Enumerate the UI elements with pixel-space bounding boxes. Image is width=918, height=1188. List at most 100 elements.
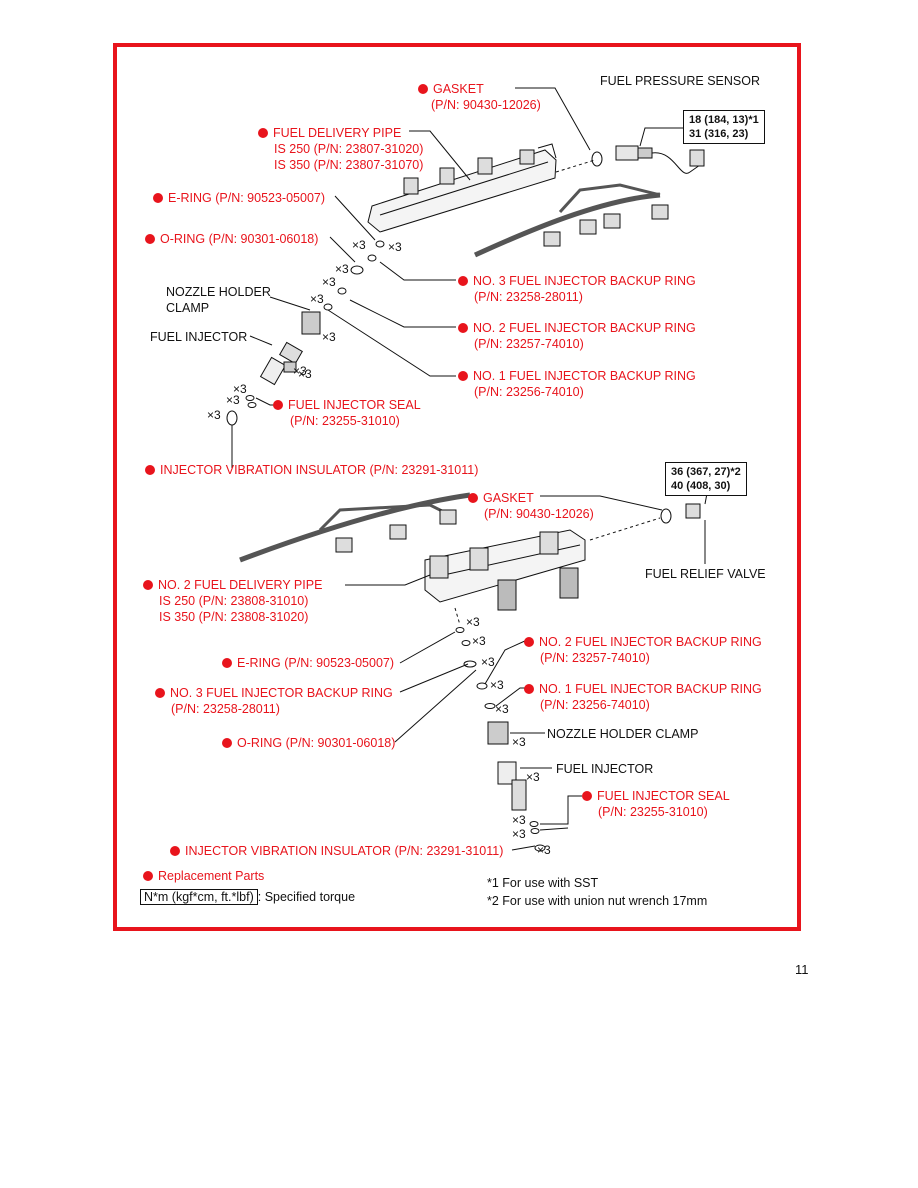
label-seal-top-text: FUEL INJECTOR SEAL <box>288 398 421 412</box>
qty-label: ×3 <box>293 364 307 378</box>
label-oring-bottom-text: O-RING (P/N: 90301-06018) <box>237 736 396 750</box>
label-no2-backup-bottom-text: NO. 2 FUEL INJECTOR BACKUP RING <box>539 635 762 649</box>
label-no2-backup-bottom: NO. 2 FUEL INJECTOR BACKUP RING <box>524 634 762 650</box>
label-seal-top-pn: (P/N: 23255-31010) <box>290 414 400 428</box>
label-gasket-bottom: GASKET <box>468 490 534 506</box>
replacement-part-dot-icon <box>258 128 268 138</box>
label-gasket-bottom-text: GASKET <box>483 491 534 505</box>
label-no3-backup-bottom: NO. 3 FUEL INJECTOR BACKUP RING <box>155 685 393 701</box>
legend-torque-key-desc: : Specified torque <box>257 890 356 904</box>
label-insulator-bottom-text: INJECTOR VIBRATION INSULATOR (P/N: 23291… <box>185 844 504 858</box>
label-no3-backup-top-text: NO. 3 FUEL INJECTOR BACKUP RING <box>473 274 696 288</box>
label-no2-backup-top: NO. 2 FUEL INJECTOR BACKUP RING <box>458 320 696 336</box>
label-no1-backup-bottom-text: NO. 1 FUEL INJECTOR BACKUP RING <box>539 682 762 696</box>
gasket-top-drawing <box>591 151 603 167</box>
label-nozzle-holder-clamp-bottom: NOZZLE HOLDER CLAMP <box>547 727 699 741</box>
replacement-part-dot-icon <box>458 276 468 286</box>
fuel-pressure-sensor-drawing <box>615 145 705 174</box>
qty-label: ×3 <box>322 330 336 344</box>
qty-label: ×3 <box>466 615 480 629</box>
qty-label: ×3 <box>310 292 324 306</box>
replacement-part-dot-icon <box>273 400 283 410</box>
qty-label: ×3 <box>207 408 221 422</box>
qty-label: ×3 <box>512 827 526 841</box>
nozzle-holder-clamp-bottom-drawing <box>487 721 509 745</box>
label-no2-delivery-pipe-text: NO. 2 FUEL DELIVERY PIPE <box>158 578 323 592</box>
label-no1-backup-top: NO. 1 FUEL INJECTOR BACKUP RING <box>458 368 696 384</box>
qty-label: ×3 <box>298 367 312 381</box>
replacement-part-dot-icon <box>143 871 153 881</box>
label-no2-delivery-pipe-is350: IS 350 (P/N: 23808-31020) <box>159 610 309 624</box>
label-nozzle-holder-clamp-top-2: CLAMP <box>166 301 210 315</box>
label-no1-backup-bottom-pn: (P/N: 23256-74010) <box>540 698 650 712</box>
label-fuel-injector-top: FUEL INJECTOR <box>150 330 248 344</box>
label-oring-top: O-RING (P/N: 90301-06018) <box>145 231 318 247</box>
qty-label: ×3 <box>512 735 526 749</box>
label-no3-backup-bottom-pn: (P/N: 23258-28011) <box>171 702 280 716</box>
label-ering-top-text: E-RING (P/N: 90523-05007) <box>168 191 326 205</box>
replacement-part-dot-icon <box>458 371 468 381</box>
replacement-part-dot-icon <box>222 658 232 668</box>
label-no2-delivery-pipe-is250: IS 250 (P/N: 23808-31010) <box>159 594 309 608</box>
label-nozzle-holder-clamp-top-1: NOZZLE HOLDER <box>166 285 271 299</box>
label-no1-backup-bottom: NO. 1 FUEL INJECTOR BACKUP RING <box>524 681 762 697</box>
torque-box-sensor-line1: 18 (184, 13)*1 <box>689 114 759 126</box>
label-fuel-delivery-pipe-is350: IS 350 (P/N: 23807-31070) <box>274 158 424 172</box>
legend-replacement-parts-text: Replacement Parts <box>158 869 265 883</box>
torque-box-relief-valve: 36 (367, 27)*2 40 (408, 30) <box>665 462 747 496</box>
qty-label: ×3 <box>537 843 551 857</box>
legend-note-2: *2 For use with union nut wrench 17mm <box>487 894 708 908</box>
label-gasket-top-text: GASKET <box>433 82 484 96</box>
qty-label: ×3 <box>233 382 247 396</box>
label-no2-backup-top-pn: (P/N: 23257-74010) <box>474 337 584 351</box>
torque-box-sensor: 18 (184, 13)*1 31 (316, 23) <box>683 110 765 144</box>
replacement-part-dot-icon <box>145 234 155 244</box>
replacement-part-dot-icon <box>155 688 165 698</box>
qty-label: ×3 <box>512 813 526 827</box>
legend-torque-key: N*m (kgf*cm, ft.*lbf): Specified torque <box>140 889 356 905</box>
label-ering-top: E-RING (P/N: 90523-05007) <box>153 190 325 206</box>
qty-label: ×3 <box>481 655 495 669</box>
legend-note-1: *1 For use with SST <box>487 876 599 890</box>
label-seal-bottom: FUEL INJECTOR SEAL <box>582 788 730 804</box>
torque-box-sensor-line2: 31 (316, 23) <box>689 128 749 140</box>
label-no2-backup-bottom-pn: (P/N: 23257-74010) <box>540 651 650 665</box>
replacement-part-dot-icon <box>153 193 163 203</box>
label-ering-bottom: E-RING (P/N: 90523-05007) <box>222 655 394 671</box>
replacement-part-dot-icon <box>524 684 534 694</box>
label-gasket-top-pn: (P/N: 90430-12026) <box>431 98 541 112</box>
replacement-part-dot-icon <box>418 84 428 94</box>
nozzle-holder-clamp-top-drawing <box>301 311 321 335</box>
replacement-part-dot-icon <box>145 465 155 475</box>
label-fuel-delivery-pipe: FUEL DELIVERY PIPE <box>258 125 401 141</box>
label-fuel-delivery-pipe-is250: IS 250 (P/N: 23807-31020) <box>274 142 424 156</box>
label-fuel-delivery-pipe-text: FUEL DELIVERY PIPE <box>273 126 402 140</box>
replacement-part-dot-icon <box>222 738 232 748</box>
replacement-part-dot-icon <box>582 791 592 801</box>
wire-harness-top-drawing <box>473 183 669 258</box>
label-no1-backup-top-pn: (P/N: 23256-74010) <box>474 385 584 399</box>
label-insulator-top: INJECTOR VIBRATION INSULATOR (P/N: 23291… <box>145 462 478 478</box>
label-oring-bottom: O-RING (P/N: 90301-06018) <box>222 735 395 751</box>
torque-box-relief-line2: 40 (408, 30) <box>671 480 731 492</box>
replacement-part-dot-icon <box>170 846 180 856</box>
label-no3-backup-bottom-text: NO. 3 FUEL INJECTOR BACKUP RING <box>170 686 393 700</box>
qty-label: ×3 <box>490 678 504 692</box>
label-no3-backup-top-pn: (P/N: 23258-28011) <box>474 290 583 304</box>
label-fuel-injector-bottom: FUEL INJECTOR <box>556 762 654 776</box>
label-no2-delivery-pipe: NO. 2 FUEL DELIVERY PIPE <box>143 577 322 593</box>
qty-label: ×3 <box>388 240 402 254</box>
fuel-injector-bottom-drawing <box>497 761 527 811</box>
replacement-part-dot-icon <box>143 580 153 590</box>
label-no2-backup-top-text: NO. 2 FUEL INJECTOR BACKUP RING <box>473 321 696 335</box>
page-number: 11 <box>795 962 809 977</box>
label-seal-bottom-text: FUEL INJECTOR SEAL <box>597 789 730 803</box>
label-oring-top-text: O-RING (P/N: 90301-06018) <box>160 232 319 246</box>
legend-torque-key-box: N*m (kgf*cm, ft.*lbf) <box>140 889 258 905</box>
label-ering-bottom-text: E-RING (P/N: 90523-05007) <box>237 656 395 670</box>
diagram-frame <box>113 43 801 931</box>
qty-label: ×3 <box>226 393 240 407</box>
qty-label: ×3 <box>352 238 366 252</box>
fuel-delivery-pipe-drawing <box>367 143 557 233</box>
